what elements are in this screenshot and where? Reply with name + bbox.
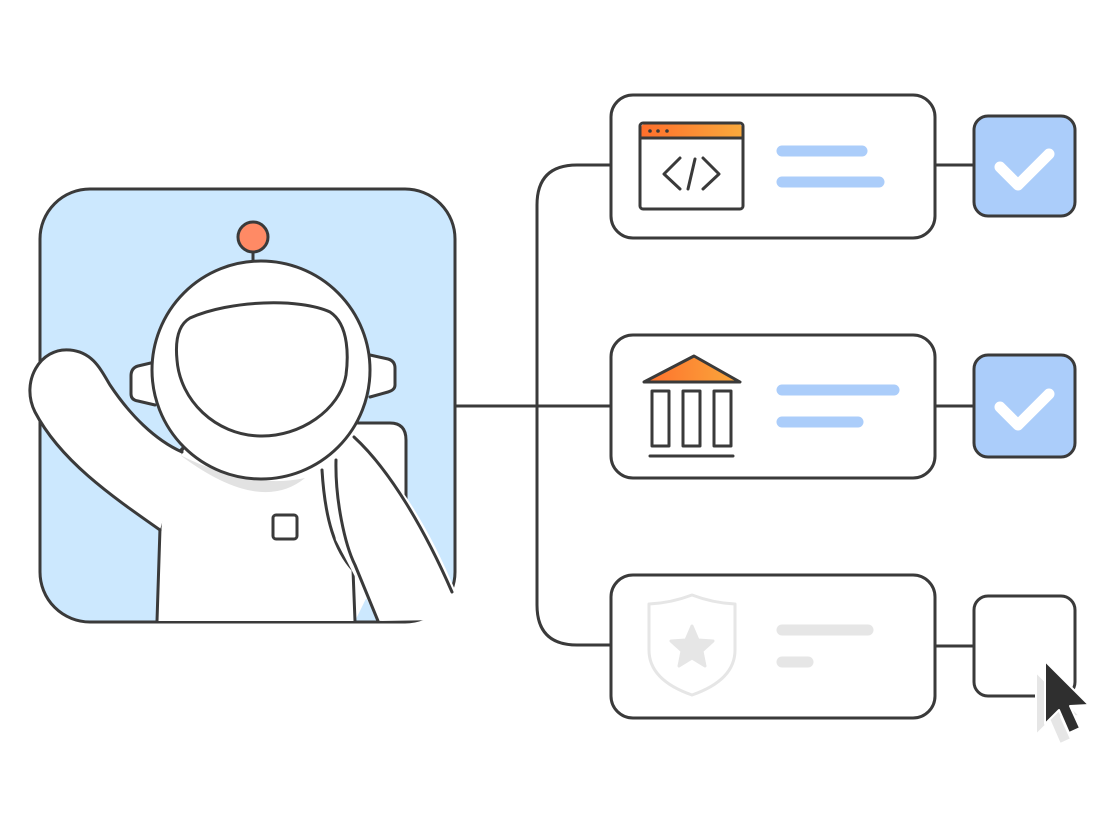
check-icon [994,388,1055,431]
text-placeholder-lines [776,145,885,188]
bank-icon [642,354,742,458]
text-placeholder-lines [776,384,900,428]
step-card-code[interactable] [609,93,937,240]
check-icon [994,148,1055,191]
step-checkbox-code[interactable] [972,114,1077,218]
step-card-bank[interactable] [609,333,937,480]
connector-lines [453,163,977,648]
mouse-pointer-icon [1035,660,1090,745]
astronaut-icon [28,220,455,623]
text-placeholder-lines [776,624,874,668]
step-card-shield[interactable] [609,573,937,720]
shield-star-icon [647,593,737,697]
astronaut-avatar [28,187,457,624]
code-window-icon [638,121,745,211]
step-checkbox-bank[interactable] [972,353,1077,459]
